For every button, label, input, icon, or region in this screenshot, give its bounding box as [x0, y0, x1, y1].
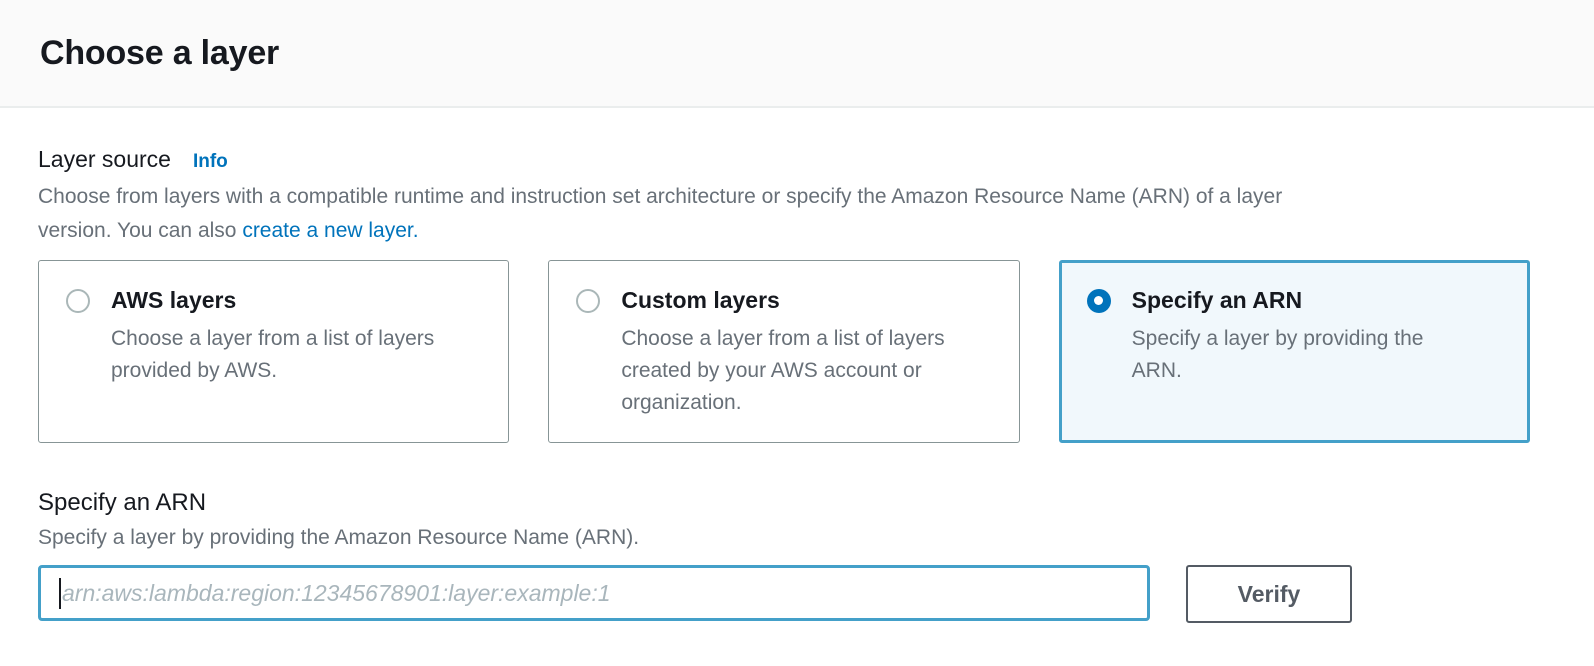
tile-aws-layers[interactable]: AWS layers Choose a layer from a list of… [38, 260, 510, 443]
custom-layers-radio[interactable] [576, 288, 601, 313]
specify-arn-section: Specify an ARN Specify a layer by provid… [38, 489, 1530, 623]
custom-layers-title: Custom layers [621, 287, 780, 313]
description-line2: version. You can also [38, 219, 243, 242]
specify-arn-section-description: Specify a layer by providing the Amazon … [38, 526, 640, 549]
aws-layers-description: Choose a layer from a list of layers pro… [111, 327, 435, 382]
aws-layers-title: AWS layers [111, 287, 237, 313]
panel-header: Choose a layer [0, 0, 1594, 108]
custom-layers-description: Choose a layer from a list of layers cre… [621, 327, 945, 414]
arn-input[interactable] [38, 565, 1150, 621]
page-title: Choose a layer [40, 33, 280, 72]
aws-layers-radio[interactable] [66, 288, 90, 313]
arn-input-row: Verify [38, 565, 1530, 623]
layer-source-tiles: AWS layers Choose a layer from a list of… [38, 260, 1530, 443]
description-line1: Choose from layers with a compatible run… [38, 185, 1283, 208]
layer-source-label-row: Layer source Info [38, 146, 1530, 173]
text-caret [59, 578, 61, 609]
specify-arn-title: Specify an ARN [1131, 287, 1303, 313]
specify-arn-description: Specify a layer by providing the ARN. [1131, 327, 1424, 382]
info-link[interactable]: Info [192, 151, 228, 172]
specify-arn-radio[interactable] [1086, 288, 1111, 313]
verify-button[interactable]: Verify [1186, 565, 1352, 623]
layer-source-description: Choose from layers with a compatible run… [38, 180, 1530, 248]
layer-source-label: Layer source [38, 146, 171, 172]
tile-custom-layers[interactable]: Custom layers Choose a layer from a list… [548, 260, 1020, 443]
tile-specify-arn[interactable]: Specify an ARN Specify a layer by provid… [1058, 260, 1530, 443]
choose-layer-form: Layer source Info Choose from layers wit… [0, 108, 1594, 623]
specify-arn-section-title: Specify an ARN [38, 489, 207, 516]
create-new-layer-link[interactable]: create a new layer. [242, 219, 419, 242]
